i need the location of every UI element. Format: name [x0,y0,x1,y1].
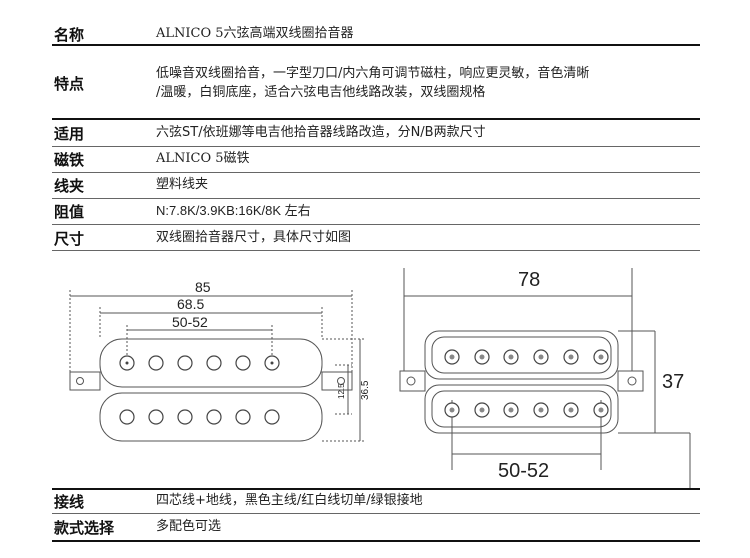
row-rule [52,172,700,173]
spec-key: 尺寸 [54,230,85,248]
table-top-rule [52,44,700,46]
spec-value-line1: 低噪音双线圈拾音，一字型刀口/内六角可调节磁柱，响应更灵敏，音色清晰 [156,66,590,81]
dim-label-68-5: 68.5 [177,296,204,312]
right-pole-centers [449,354,604,413]
spec-value: 双线圈拾音器尺寸，具体尺寸如图 [156,230,352,245]
spec-value: 塑料线夹 [156,177,209,192]
row-rule [52,513,700,514]
spec-key: 适用 [54,125,85,143]
spec-key: 接线 [54,493,85,511]
rule-after-features [52,118,700,120]
dim-label-36-5: 36.5 [360,380,371,400]
dim-label-85: 85 [195,279,211,295]
spec-key: 线夹 [54,177,85,195]
dim-label-50-52-right: 50-52 [498,460,549,482]
row-rule [52,224,700,225]
spec-value: ALNICO 5六弦高端双线圈拾音器 [156,26,354,41]
dim-label-50-52-left: 50-52 [172,314,208,330]
spec-value: N:7.8K/3.9KB:16K/8K 左右 [156,203,311,218]
right-pole-pieces [444,349,609,418]
right-pickup-drawing [399,268,691,488]
left-pole-centers [125,361,274,365]
spec-key: 款式选择 [54,519,115,537]
spec-value: 四芯线+地线，黑色主线/红白线切单/绿银接地 [156,493,423,508]
spec-value: 多配色可选 [156,519,222,534]
spec-key: 阻值 [54,203,85,221]
dim-label-12-5: 12.5 [337,383,346,399]
left-pickup-drawing [69,290,364,442]
spec-key: 特点 [54,75,85,93]
spec-value: ALNICO 5磁铁 [156,151,250,166]
table-bottom-rule [52,540,700,542]
dim-label-37: 37 [662,371,684,393]
spec-value: 六弦ST/依班娜等电吉他拾音器线路改造，分N/B两款尺寸 [156,125,486,140]
dim-label-78: 78 [518,269,540,291]
spec-key: 磁铁 [54,151,85,169]
left-pole-pieces [119,355,280,425]
row-rule [52,250,700,251]
row-rule [52,198,700,199]
spec-key: 名称 [54,26,85,44]
spec-value-line2: /温暖，白铜底座，适合六弦电吉他线路改装，双线圈规格 [156,85,486,100]
rule-before-footer [52,488,700,490]
row-rule [52,146,700,147]
